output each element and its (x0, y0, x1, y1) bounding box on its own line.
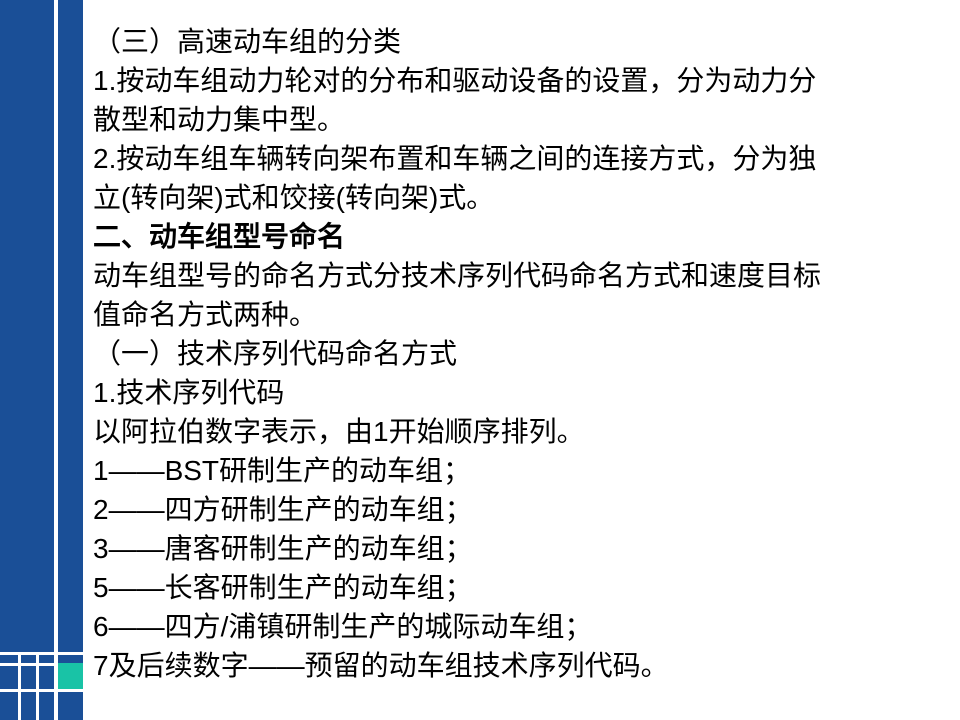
list-item: 7及后续数字——预留的动车组技术序列代码。 (93, 650, 669, 681)
slide-body: （三）高速动车组的分类 1.按动车组动力轮对的分布和驱动设备的设置，分为动力分 … (93, 22, 943, 685)
text-line: 散型和动力集中型。 (93, 104, 346, 135)
sidebar-grid-line (0, 663, 83, 666)
text-line: 1.按动车组动力轮对的分布和驱动设备的设置，分为动力分 (93, 65, 817, 96)
sidebar-grid-line (18, 652, 21, 720)
list-item: 6——四方/浦镇研制生产的城际动车组； (93, 611, 593, 642)
sidebar-decoration (0, 0, 83, 720)
sidebar-grid-line (0, 652, 83, 655)
sidebar-grid-line (36, 652, 39, 720)
text-line: 动车组型号的命名方式分技术序列代码命名方式和速度目标 (93, 260, 822, 291)
text-line: 立(转向架)式和饺接(转向架)式。 (93, 182, 495, 213)
list-item: 3——唐客研制生产的动车组； (93, 533, 473, 564)
text-line: 2.按动车组车辆转向架布置和车辆之间的连接方式，分为独 (93, 143, 817, 174)
sidebar-divider (54, 0, 58, 720)
list-item: 5——长客研制生产的动车组； (93, 572, 473, 603)
text-line: （一）技术序列代码命名方式 (93, 338, 458, 369)
text-line: （三）高速动车组的分类 (93, 26, 402, 57)
accent-square (58, 663, 83, 689)
list-item: 2——四方研制生产的动车组； (93, 494, 473, 525)
text-line: 值命名方式两种。 (93, 299, 318, 330)
text-line: 1.技术序列代码 (93, 377, 285, 408)
text-line: 以阿拉伯数字表示，由1开始顺序排列。 (93, 416, 585, 447)
section-heading: 二、动车组型号命名 (93, 221, 346, 252)
sidebar-grid-line (0, 689, 83, 692)
list-item: 1——BST研制生产的动车组； (93, 455, 472, 486)
